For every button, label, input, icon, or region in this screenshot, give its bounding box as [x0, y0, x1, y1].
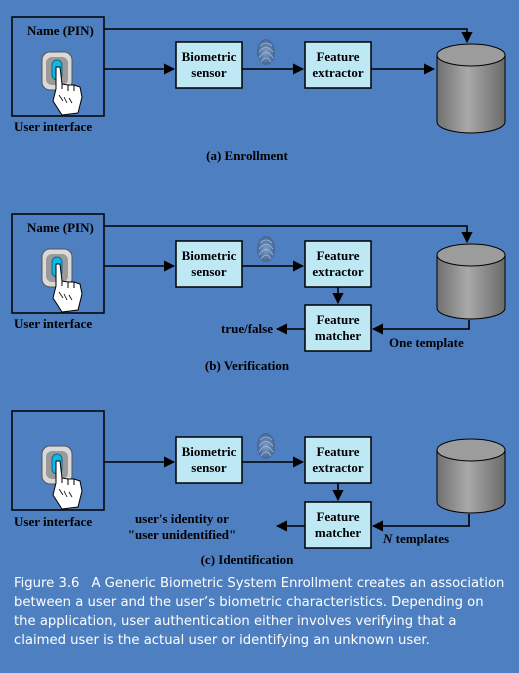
user-interface-label: User interface [14, 514, 92, 529]
sensor-label-line2: sensor [191, 460, 227, 475]
fingerprint-icon [256, 38, 276, 66]
template-label-rest: templates [392, 531, 449, 546]
result-label-line2: "user unidentified" [128, 527, 236, 542]
hand-device-icon [41, 248, 83, 313]
matcher-label-line2: matcher [315, 525, 361, 540]
database-cylinder [436, 438, 506, 514]
sensor-label-line2: sensor [191, 264, 227, 279]
arrow-name-to-db [104, 225, 473, 244]
name-pin-label: Name (PIN) [27, 23, 94, 38]
sensor-label-line1: Biometric [182, 444, 237, 459]
extractor-label-line2: extractor [312, 65, 363, 80]
name-pin-label: Name (PIN) [27, 220, 94, 235]
biometric-sensor-box [175, 41, 243, 89]
arrow-db-to-matcher [371, 514, 470, 532]
template-label: One template [389, 335, 464, 350]
user-interface-frame [11, 16, 105, 117]
database-cylinder [436, 43, 506, 134]
extractor-label-line1: Feature [316, 49, 359, 64]
template-label: N templates [382, 531, 449, 546]
template-count: N [382, 531, 393, 546]
extractor-label-line1: Feature [316, 248, 359, 263]
extractor-label-line2: extractor [312, 264, 363, 279]
panel-identification: User interface Biometric sensor Feature … [11, 410, 506, 567]
panel-enrollment: Name (PIN) User interface Biometric sens… [11, 16, 506, 163]
extractor-label-line2: extractor [312, 460, 363, 475]
matcher-label-line2: matcher [315, 328, 361, 343]
database-cylinder [436, 243, 506, 320]
feature-matcher-box [304, 501, 372, 549]
result-label: true/false [221, 321, 273, 336]
hand-device-icon [41, 445, 83, 510]
sensor-label-line1: Biometric [182, 49, 237, 64]
result-label-line1: user's identity or [135, 511, 229, 526]
feature-matcher-box [304, 304, 372, 352]
arrow-db-to-matcher [371, 320, 470, 335]
caption-text: A Generic Biometric System Enrollment cr… [14, 576, 505, 648]
user-interface-label: User interface [14, 316, 92, 331]
fingerprint-icon [256, 235, 276, 263]
fingerprint-icon [256, 432, 276, 460]
user-interface-frame [11, 213, 105, 314]
hand-device-icon [41, 51, 83, 116]
matcher-label-line1: Feature [316, 312, 359, 327]
extractor-label-line1: Feature [316, 444, 359, 459]
feature-extractor-box [304, 436, 372, 484]
biometric-sensor-box [175, 436, 243, 484]
sensor-label-line2: sensor [191, 65, 227, 80]
panel-verification: Name (PIN) User interface Biometric sens… [11, 213, 506, 373]
sensor-label-line1: Biometric [182, 248, 237, 263]
user-interface-label: User interface [14, 119, 92, 134]
panel-title: (a) Enrollment [206, 148, 288, 163]
matcher-label-line1: Feature [316, 509, 359, 524]
panel-title: (c) Identification [201, 552, 295, 567]
panel-title: (b) Verification [205, 358, 290, 373]
feature-extractor-box [304, 41, 372, 89]
user-interface-frame [11, 410, 105, 511]
figure-number: Figure 3.6 [14, 576, 80, 591]
biometric-sensor-box [175, 240, 243, 288]
arrow-name-to-db [104, 28, 473, 44]
